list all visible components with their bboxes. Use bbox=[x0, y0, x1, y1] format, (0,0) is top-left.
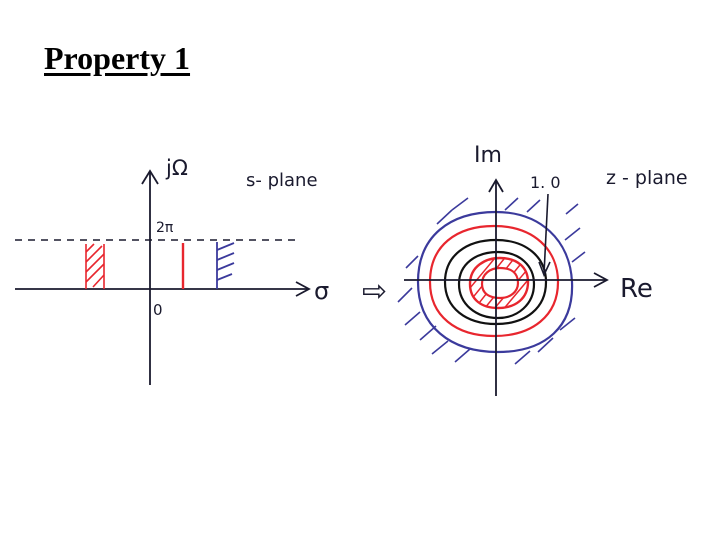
inner-black-circle bbox=[457, 250, 536, 320]
unit-pointer bbox=[543, 193, 549, 275]
origin-label: 0 bbox=[153, 301, 163, 319]
jomega-axis-arrowhead bbox=[141, 169, 159, 185]
transform-arrow-icon: ⇨ bbox=[362, 274, 387, 309]
red-contour-outer bbox=[428, 224, 560, 338]
jomega-label: jΩ bbox=[165, 156, 188, 180]
sigma-axis-arrowhead bbox=[295, 281, 311, 297]
right-half-plane-strip bbox=[216, 242, 235, 289]
s-plane-diagram: jΩ s- plane 2π 0 σ bbox=[15, 156, 329, 385]
unit-pointer-arrowhead bbox=[538, 261, 551, 278]
z-plane-label: z - plane bbox=[606, 167, 688, 189]
unit-circle bbox=[443, 238, 548, 326]
real-axis-arrowhead bbox=[593, 272, 609, 288]
z-plane-diagram: Im 1. 0 z - plane Re bbox=[397, 143, 688, 396]
period-label: 2π bbox=[156, 220, 174, 236]
outer-blue-contour bbox=[416, 210, 574, 354]
left-half-plane-strip bbox=[85, 243, 105, 289]
unit-label: 1. 0 bbox=[530, 173, 561, 192]
real-axis-label: Re bbox=[620, 274, 653, 304]
outer-region-hatching bbox=[397, 197, 586, 365]
inner-red-ring bbox=[468, 256, 530, 310]
imag-axis-arrowhead bbox=[488, 178, 504, 193]
s-plane-label: s- plane bbox=[246, 170, 318, 191]
sigma-label: σ bbox=[314, 277, 329, 305]
imag-axis-label: Im bbox=[474, 143, 502, 168]
slide-title: Property 1 bbox=[44, 40, 191, 76]
